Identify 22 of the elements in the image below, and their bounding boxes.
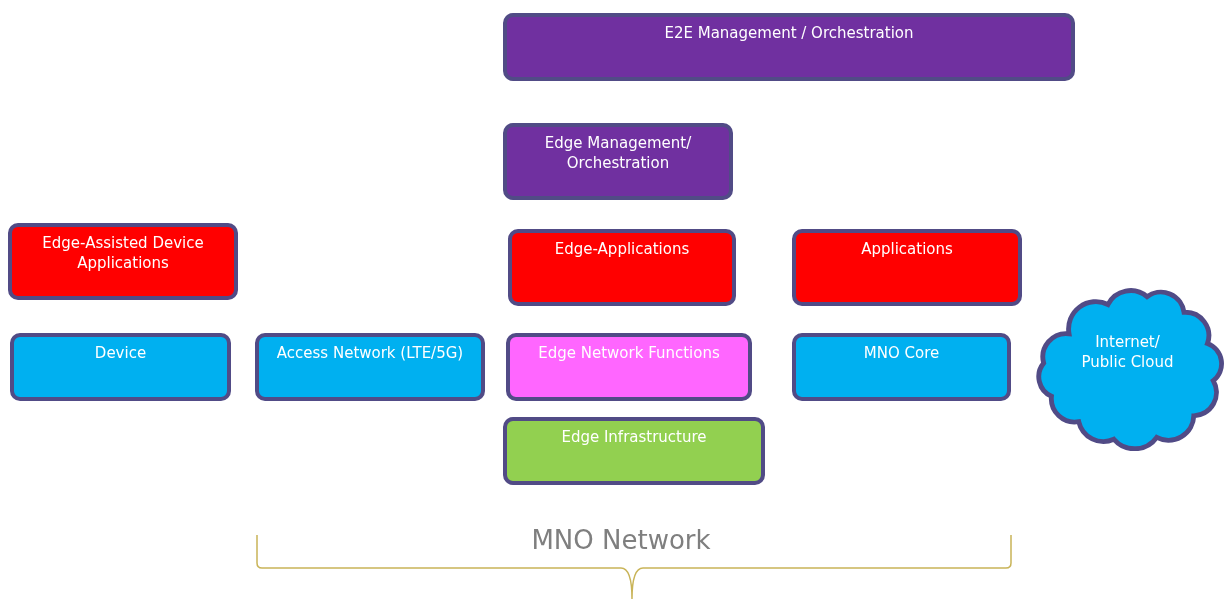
- component-box: [503, 13, 1075, 81]
- box-label: Edge-Applications: [553, 239, 691, 259]
- box-label: Applications: [860, 239, 954, 259]
- component-box: [792, 229, 1022, 306]
- box-label: Edge Network Functions: [537, 343, 721, 363]
- box-label: Edge-Assisted Device Applications: [41, 233, 205, 273]
- box-label: MNO Core: [862, 343, 941, 363]
- component-box: [506, 333, 752, 401]
- component-box: [8, 223, 238, 300]
- group-label: MNO Network: [530, 524, 712, 556]
- component-box: [255, 333, 485, 401]
- box-label: Device: [93, 343, 148, 363]
- box-label: Access Network (LTE/5G): [275, 343, 465, 363]
- component-box: [503, 123, 733, 200]
- box-label: Edge Infrastructure: [560, 427, 708, 447]
- component-box: [508, 229, 736, 306]
- component-box: [792, 333, 1011, 401]
- box-label: E2E Management / Orchestration: [663, 23, 915, 43]
- box-label: Internet/ Public Cloud: [1080, 332, 1175, 372]
- box-label: Edge Management/ Orchestration: [543, 133, 693, 173]
- component-box: [10, 333, 231, 401]
- component-box: [503, 417, 765, 485]
